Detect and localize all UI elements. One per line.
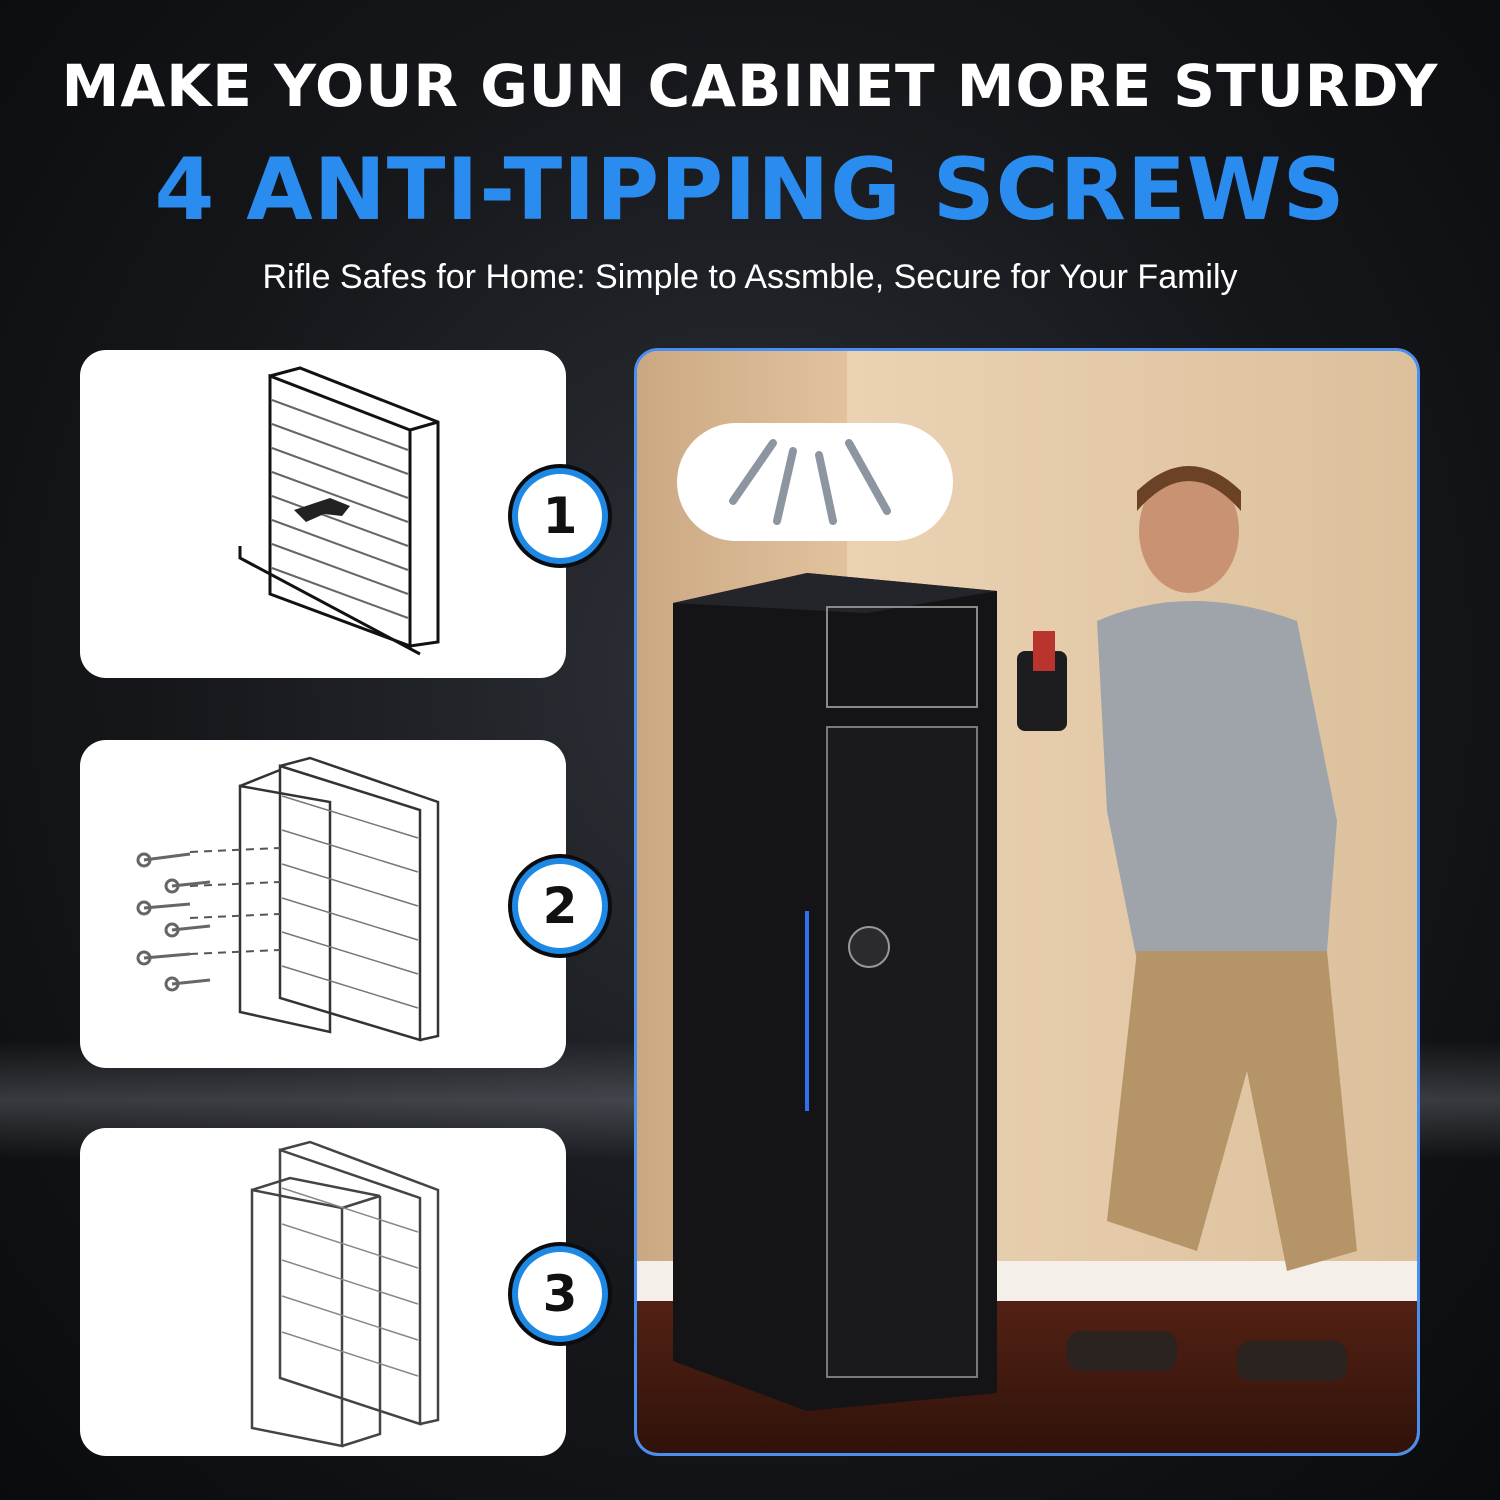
step-1-card	[80, 350, 566, 678]
step-2-badge: 2	[512, 858, 608, 954]
installation-photo	[634, 348, 1420, 1456]
cabinet-mounted-illustration	[250, 1140, 440, 1448]
screw-insertion-illustration	[136, 756, 440, 1042]
photo-scene	[637, 351, 1417, 1453]
step-3-badge: 3	[512, 1246, 608, 1342]
wall-drilling-illustration	[238, 366, 440, 656]
headline: MAKE YOUR GUN CABINET MORE STURDY	[61, 52, 1439, 120]
step-3-card	[80, 1128, 566, 1456]
subhead: 4 ANTI-TIPPING SCREWS	[154, 140, 1346, 240]
step-2-card	[80, 740, 566, 1068]
step-1-badge: 1	[512, 468, 608, 564]
tagline: Rifle Safes for Home: Simple to Assmble,…	[262, 258, 1238, 296]
